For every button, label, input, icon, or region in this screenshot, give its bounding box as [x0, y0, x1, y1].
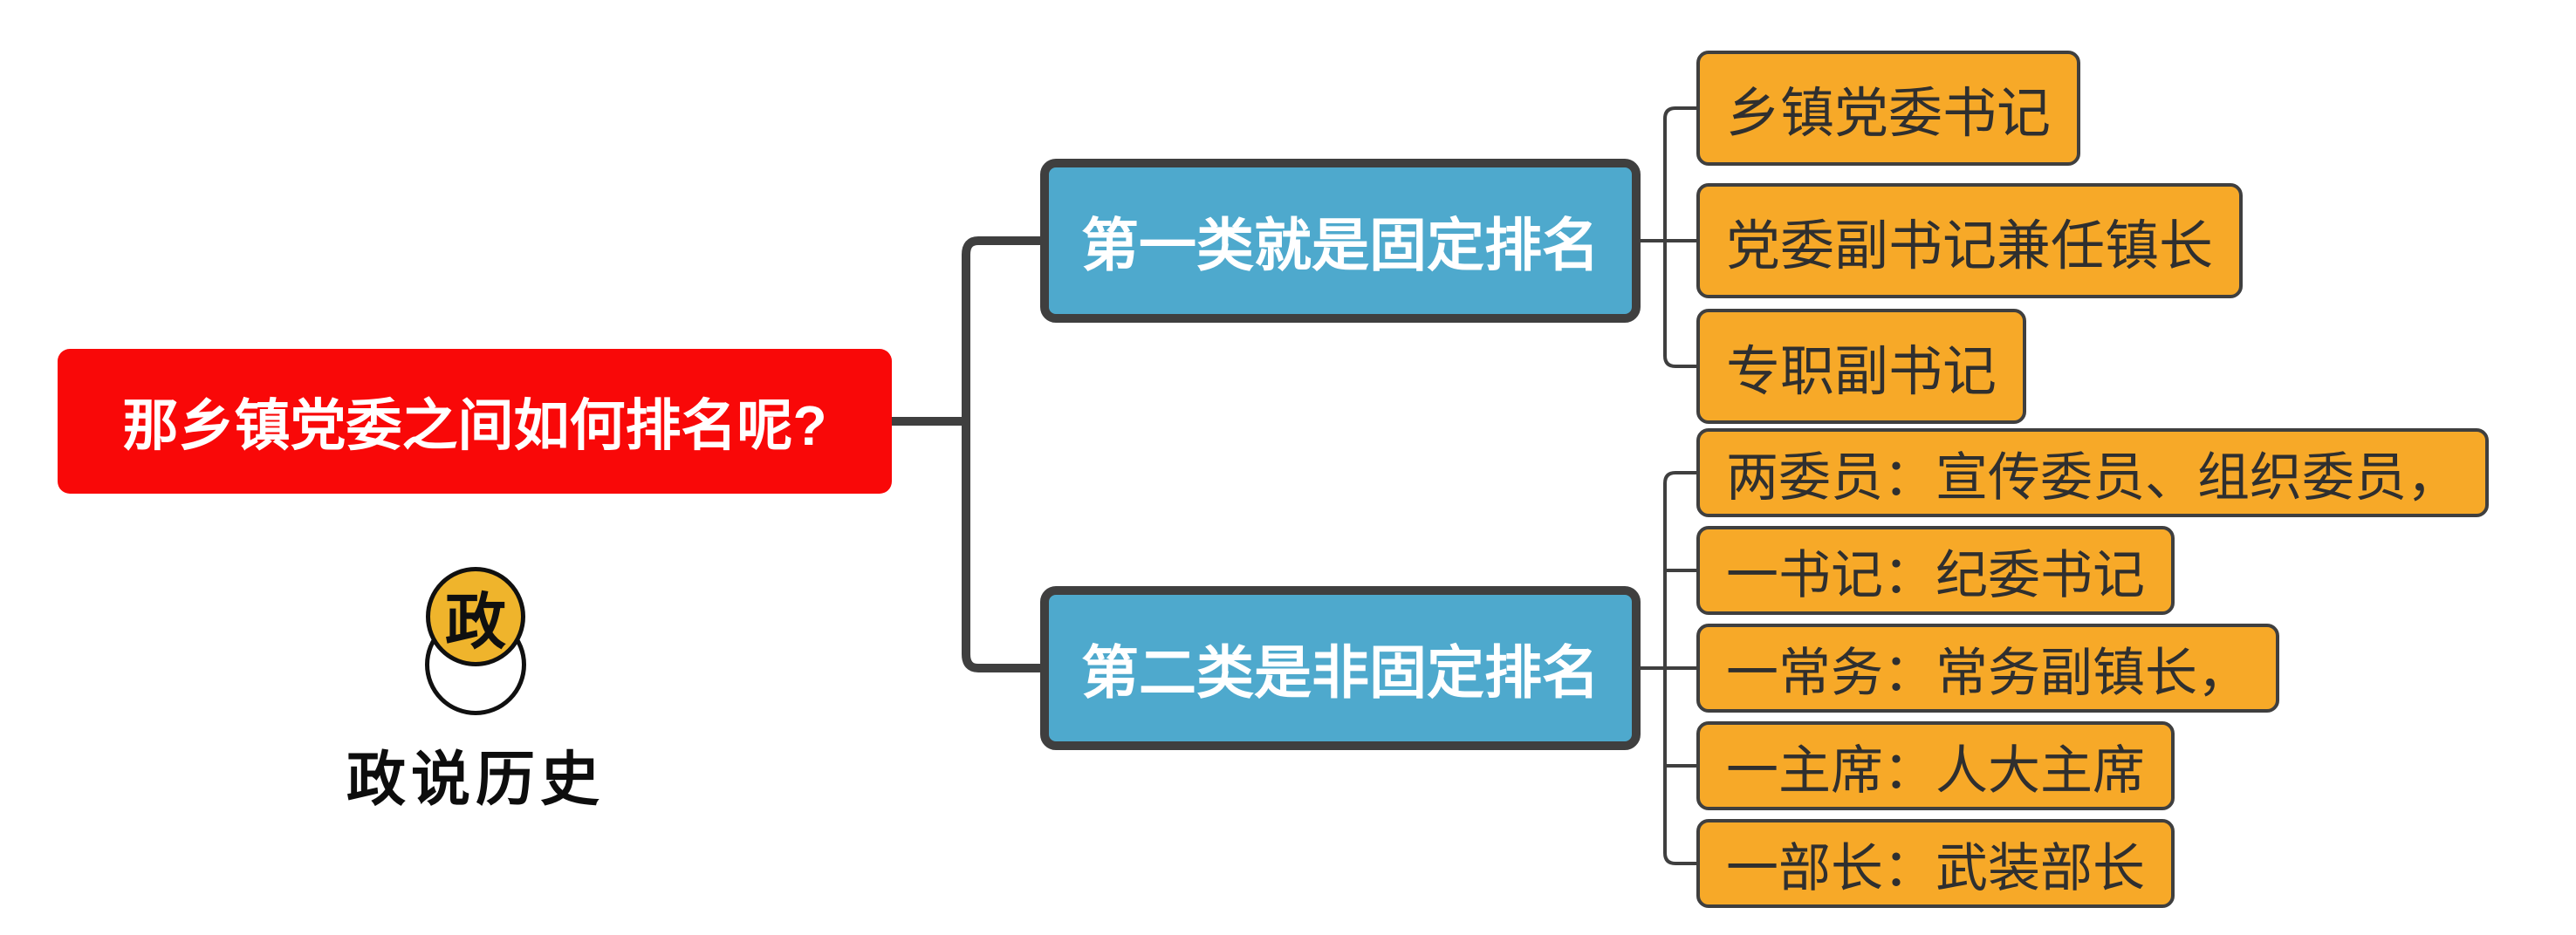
trunk-connector — [892, 236, 1040, 672]
root-question-node[interactable]: 那乡镇党委之间如何排名呢? — [58, 349, 892, 494]
branch-node-fixed-ranking[interactable]: 第一类就是固定排名 — [1040, 159, 1641, 323]
logo-badge-icon: 政 — [426, 567, 525, 666]
child-node[interactable]: 专职副书记 — [1696, 309, 2027, 424]
child-node[interactable]: 一书记：纪委书记 — [1696, 526, 2175, 615]
child-node[interactable]: 一部长：武装部长 — [1696, 819, 2175, 908]
child-node[interactable]: 一主席：人大主席 — [1696, 721, 2175, 810]
branch1-connectors — [1641, 106, 1696, 368]
child-node[interactable]: 党委副书记兼任镇长 — [1696, 183, 2244, 298]
child-node[interactable]: 一常务：常务副镇长， — [1696, 624, 2279, 713]
child-node[interactable]: 两委员：宣传委员、组织委员， — [1696, 428, 2489, 517]
child-node[interactable]: 乡镇党委书记 — [1696, 51, 2081, 166]
branch-node-nonfixed-ranking[interactable]: 第二类是非固定排名 — [1040, 586, 1641, 750]
logo-caption: 政说历史 — [346, 747, 605, 813]
branch2-connectors — [1641, 471, 1696, 865]
logo-badge-char: 政 — [445, 589, 506, 657]
